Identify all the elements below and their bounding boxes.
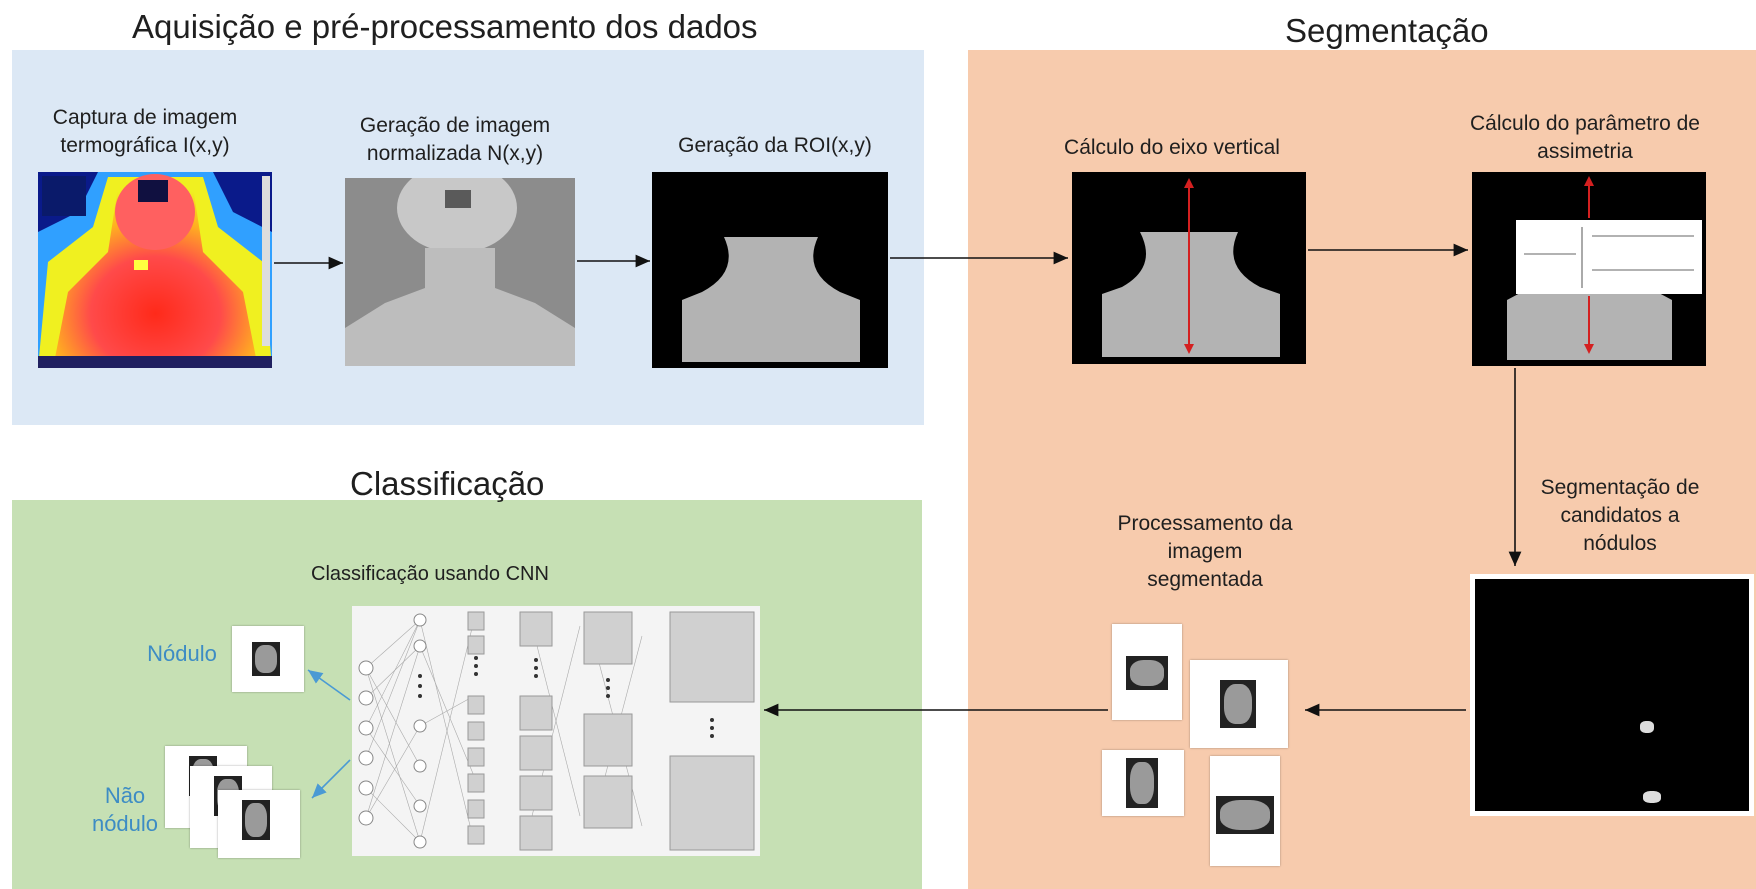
segmentation-title: Segmentação	[1285, 12, 1489, 49]
normalized-label: Geração de imagem normalizada N(x,y)	[359, 114, 551, 165]
roi-label: Geração da ROI(x,y)	[678, 134, 872, 157]
candidate-blob	[1640, 721, 1654, 733]
acquisition-title: Aquisição e pré-processamento dos dados	[132, 8, 758, 45]
classification-title: Classificação	[350, 465, 545, 502]
arrow-cnn-to-non-nodule	[311, 759, 351, 799]
asymmetry-image	[1472, 172, 1706, 366]
roi-image	[652, 172, 888, 368]
cnn-label: Classificação usando CNN	[311, 563, 549, 585]
thermographic-image	[38, 172, 272, 368]
cnn-diagram	[352, 606, 760, 856]
segmented-card	[1102, 750, 1184, 816]
arrow-cnn-to-nodule	[307, 669, 351, 701]
candidates-image	[1470, 574, 1754, 816]
non-nodule-label: Não nódulo	[91, 783, 159, 836]
nodule-label: Nódulo	[147, 641, 217, 666]
candidates-label: Segmentação de candidatos a nódulos	[1540, 476, 1700, 555]
segmented-card	[1190, 660, 1288, 748]
vertical-axis-label: Cálculo do eixo vertical	[1064, 136, 1280, 159]
segmented-card	[1210, 756, 1280, 866]
asymmetry-label: Cálculo do parâmetro de assimetria	[1470, 112, 1700, 163]
normalized-image	[345, 178, 575, 366]
candidate-blob	[1643, 791, 1661, 803]
processing-label: Processamento da imagem segmentada	[1117, 512, 1293, 591]
nodule-output-card	[232, 626, 304, 692]
segmented-card	[1112, 624, 1182, 720]
capture-label: Captura de imagem termográfica I(x,y)	[52, 106, 238, 157]
vertical-axis-image	[1072, 172, 1306, 364]
non-nodule-output-card	[218, 790, 300, 858]
